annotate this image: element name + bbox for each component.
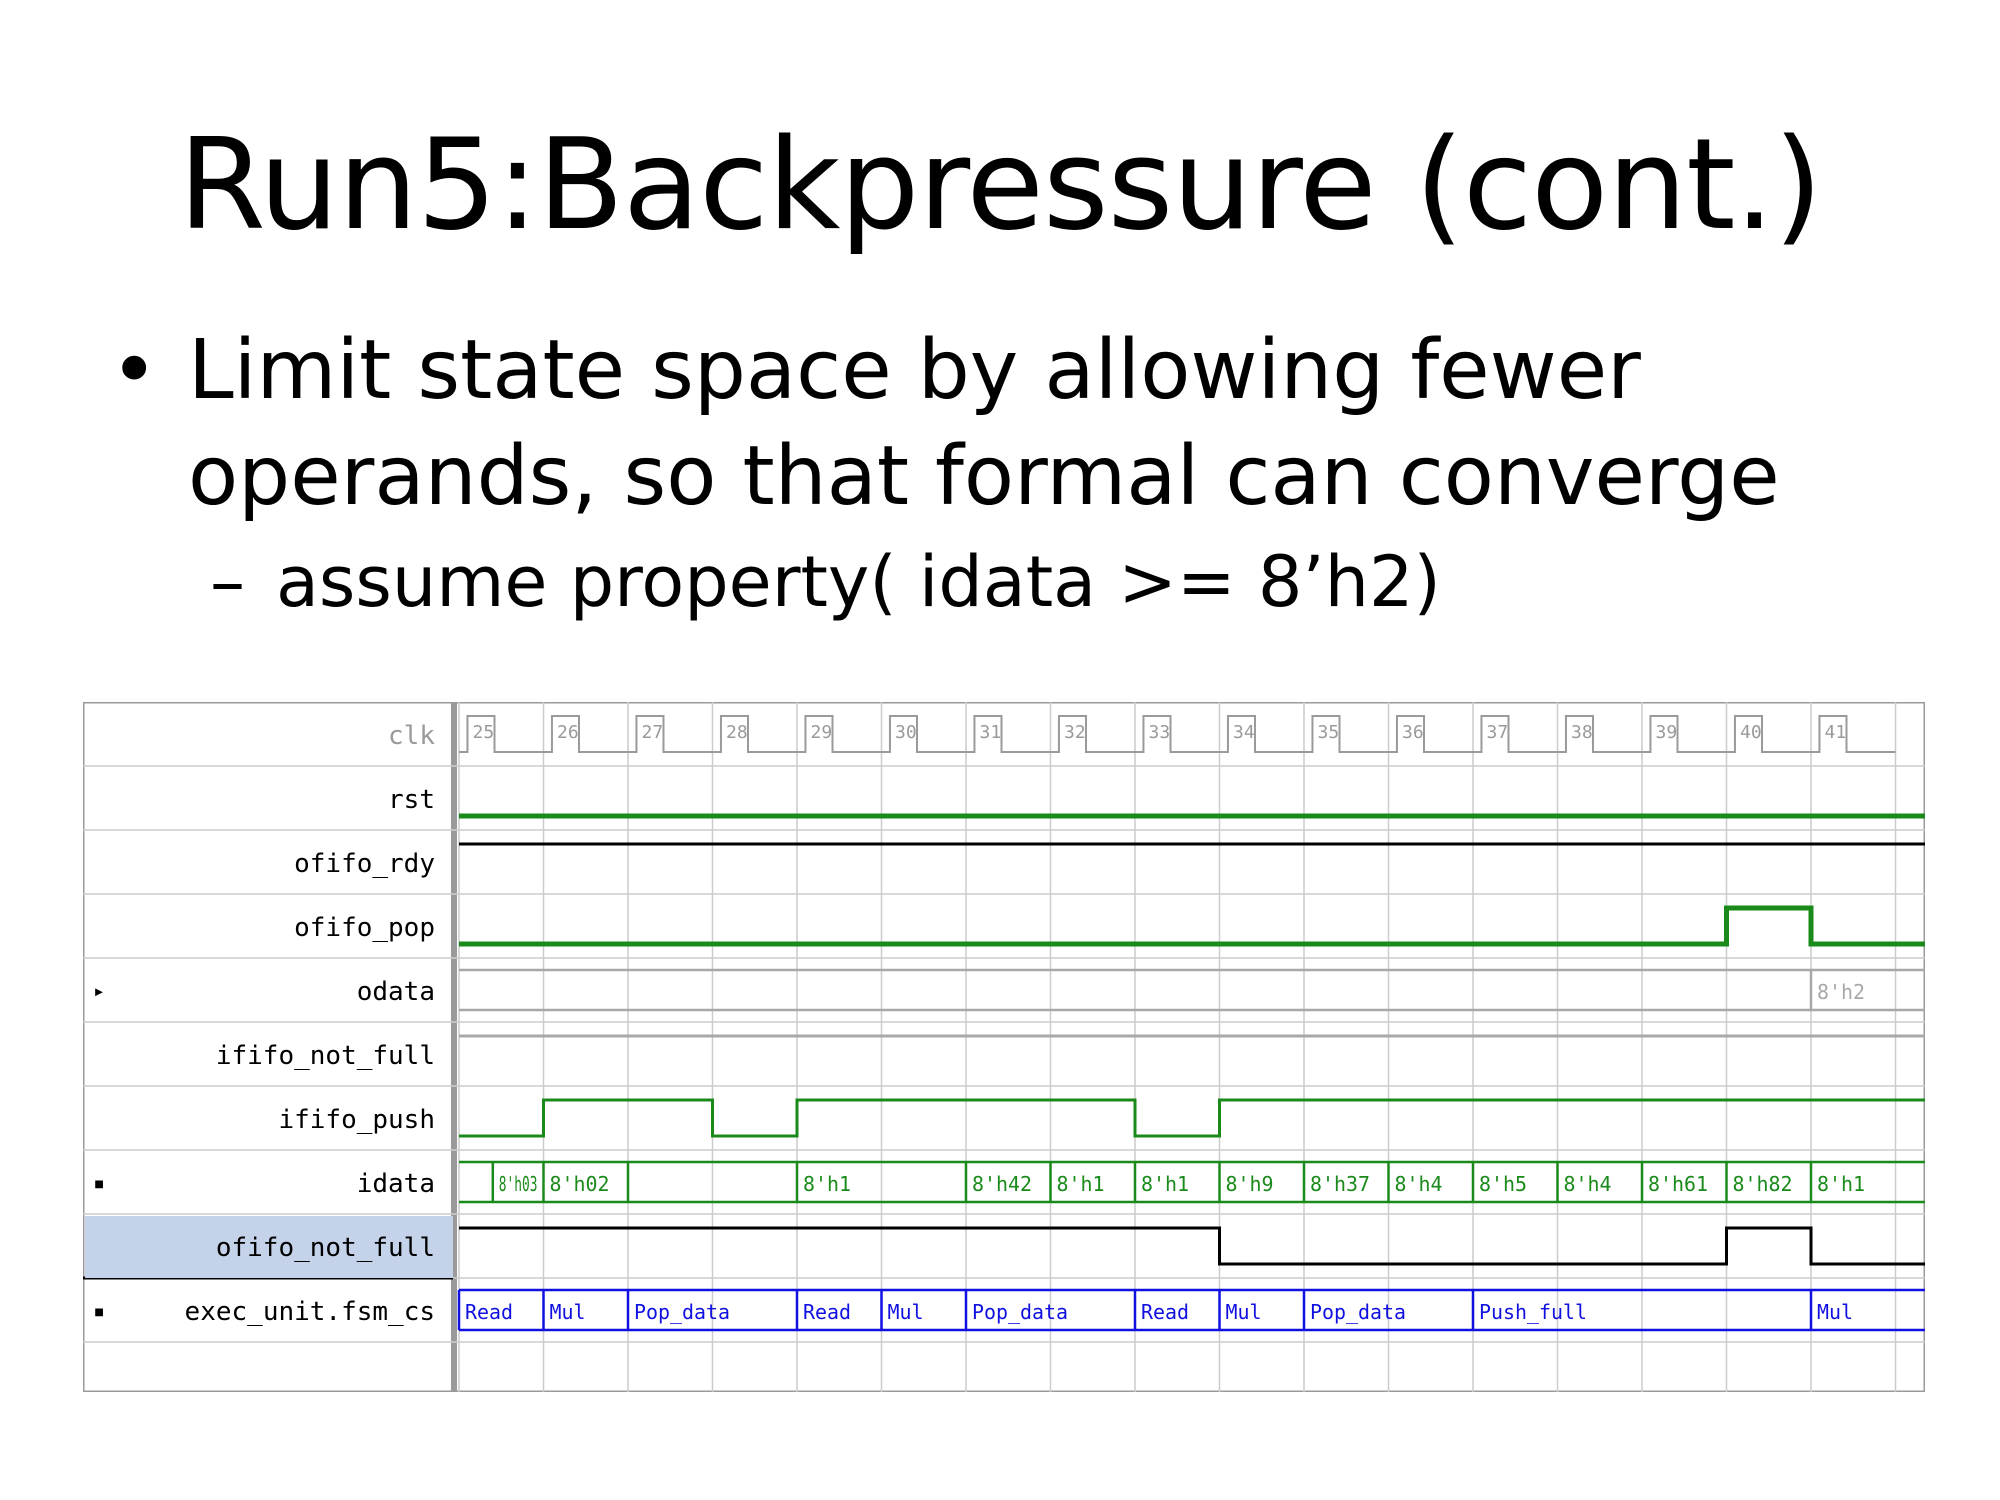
signal-name[interactable]: clk [388,721,435,751]
signal-row-ofifo-rdy[interactable]: ofifo_rdy [294,849,435,879]
bus-value-label: 8'h4 [1395,1172,1443,1196]
signal-name[interactable]: odata [357,977,435,1007]
bus-value-label: 8'h4 [1564,1172,1612,1196]
bus-value-label: Read [1141,1300,1189,1324]
bus-value-label: Read [465,1300,513,1324]
bus-value-label: 8'h82 [1733,1172,1793,1196]
signal-row-idata[interactable]: ▪ idata [93,1169,435,1199]
bit-waveform-ofifo-pop [459,905,1925,947]
bus-value-label: Mul [1817,1300,1853,1324]
signal-row-ififo-not-full[interactable]: ififo_not_full [216,1041,435,1071]
bullet-item: • Limit state space by allowing fewer op… [110,318,1970,530]
bus-value-label: Pop_data [1310,1300,1406,1324]
cycle-number-label: 26 [557,722,579,743]
bullet-list: • Limit state space by allowing fewer op… [110,318,1970,630]
signal-name-pane[interactable]: clk rst ofifo_rdy ofifo_pop ▸ odata ififo_not_… [85,721,453,1327]
signal-row-odata[interactable]: ▸ odata [93,977,435,1007]
cycle-number-label: 33 [1149,722,1171,743]
bit-waveform-ififo-push [459,1098,1925,1138]
expand-toggle-icon[interactable]: ▪ [93,1171,105,1195]
bus-value-label: Mul [550,1300,586,1324]
sub-bullet-text: assume property( idata >= 8’h2) [276,541,1441,623]
cycle-number-label: 39 [1656,722,1678,743]
cycle-number-label: 31 [980,722,1002,743]
sub-bullet-item: – assume property( idata >= 8’h2) [110,534,1970,630]
cycle-number-label: 27 [642,722,664,743]
cycle-number-label: 29 [811,722,833,743]
bullet-dot: • [110,323,159,418]
waveform-viewer[interactable]: clk rst ofifo_rdy ofifo_pop ▸ odata ififo_not_… [83,702,1925,1392]
cycle-number-label: 25 [473,722,495,743]
expand-toggle-icon[interactable]: ▸ [93,979,105,1003]
signal-name[interactable]: idata [357,1169,435,1199]
signal-row-ififo-push[interactable]: ififo_push [278,1105,435,1135]
bus-value-label: 8'h42 [972,1172,1032,1196]
bullet-text: Limit state space by allowing fewer oper… [188,323,1780,524]
bus-value-label: 8'h1 [803,1172,851,1196]
signal-name[interactable]: ofifo_pop [294,913,435,943]
cycle-number-label: 35 [1318,722,1340,743]
cycle-number-label: 28 [726,722,748,743]
cycle-number-label: 34 [1233,722,1255,743]
bus-value-label: Mul [1226,1300,1262,1324]
bus-value-label: 8'h5 [1479,1172,1527,1196]
signal-row-exec-unit-fsm-cs[interactable]: ▪ exec_unit.fsm_cs [93,1297,435,1327]
bus-value-label: 8'h1 [1817,1172,1865,1196]
bus-value-label: Pop_data [972,1300,1068,1324]
waveform-frame [83,702,1925,1392]
cycle-number-label: 32 [1064,722,1086,743]
signal-name[interactable]: rst [388,785,435,815]
cycle-number-label: 37 [1487,722,1509,743]
cycle-number-label: 38 [1571,722,1593,743]
bus-value-label: 8'h1 [1141,1172,1189,1196]
cycle-number-label: 40 [1740,722,1762,743]
bus-value-label: 8'h02 [550,1172,610,1196]
expand-toggle-icon[interactable]: ▪ [93,1299,105,1323]
bit-waveform-ofifo-not-full [459,1226,1925,1266]
bus-value-label: Read [803,1300,851,1324]
signal-trace-pane: 25 26 27 28 29 30 31 32 33 34 35 36 37 38 39 40 41 8'h2 8'… [457,715,1925,1332]
signal-name[interactable]: ofifo_not_full [216,1233,435,1263]
signal-row-rst[interactable]: rst [388,785,435,815]
bus-value-label: Pop_data [634,1300,730,1324]
bus-value-label: 8'h03 [499,1172,538,1196]
bus-value-label: 8'h9 [1226,1172,1274,1196]
signal-name[interactable]: ififo_push [278,1105,435,1135]
clock-waveform [459,715,1896,753]
signal-name[interactable]: ififo_not_full [216,1041,435,1071]
slide-title: Run5:Backpressure (cont.) [178,111,1822,258]
bus-value-label: Mul [888,1300,924,1324]
signal-name[interactable]: ofifo_rdy [294,849,435,879]
signal-row-clk[interactable]: clk [388,721,435,751]
cycle-number-label: 41 [1825,722,1847,743]
signal-row-ofifo-pop[interactable]: ofifo_pop [294,913,435,943]
selected-row-highlight [85,1216,453,1278]
signal-row-ofifo-not-full[interactable]: ofifo_not_full [85,1216,453,1278]
bus-value-label: 8'h37 [1310,1172,1370,1196]
cycle-number-label: 30 [895,722,917,743]
sub-bullet-dash: – [210,541,245,623]
bus-value-label: 8'h61 [1648,1172,1708,1196]
bus-value-label: Push_full [1479,1300,1587,1324]
cycle-number-label: 36 [1402,722,1424,743]
bus-value-label: 8'h2 [1817,980,1865,1004]
signal-name[interactable]: exec_unit.fsm_cs [185,1297,435,1327]
bus-value-label: 8'h1 [1057,1172,1105,1196]
